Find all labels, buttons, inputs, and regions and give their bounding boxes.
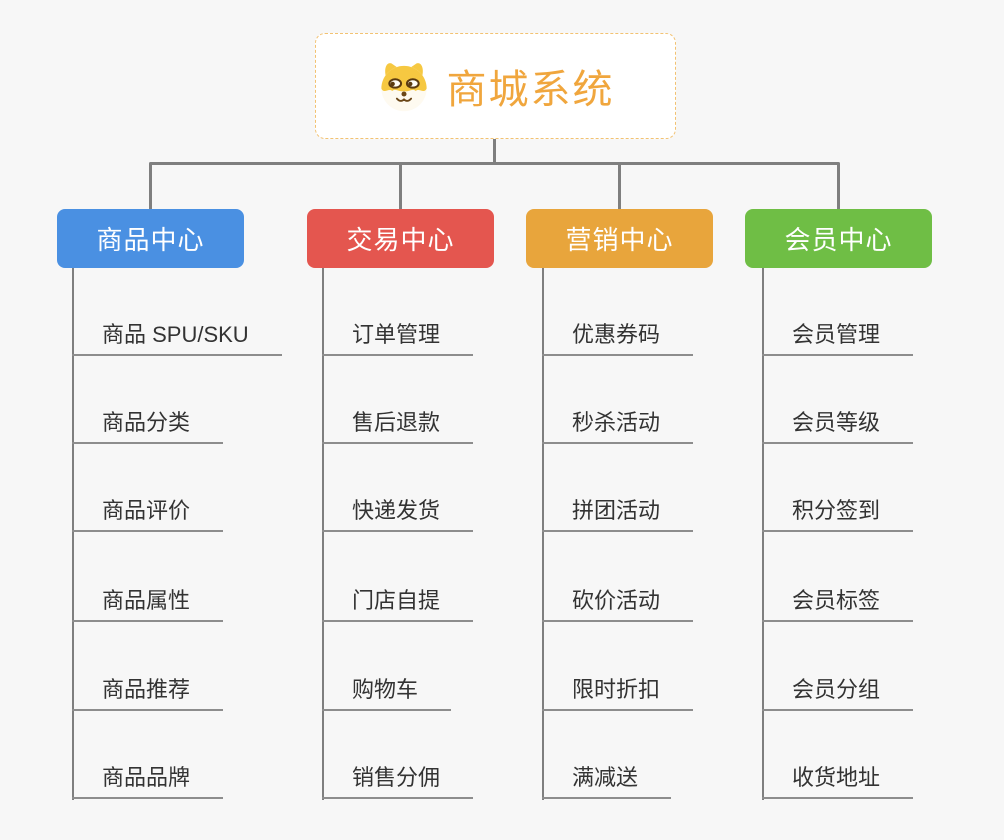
leaf-topic[interactable]: 收货地址: [762, 763, 914, 799]
branch-spine-marketing: [542, 268, 544, 800]
leaf-topic[interactable]: 优惠券码: [542, 320, 694, 356]
leaf-topic[interactable]: 商品品牌: [72, 763, 224, 799]
connector-drop-3: [618, 164, 621, 209]
leaf-topic[interactable]: 商品 SPU/SKU: [72, 320, 282, 356]
branch-topic-member[interactable]: 会员中心: [745, 209, 932, 268]
leaf-topic[interactable]: 门店自提: [322, 586, 474, 622]
leaf-topic[interactable]: 会员标签: [762, 586, 914, 622]
branch-spine-member: [762, 268, 764, 800]
leaf-topic[interactable]: 快递发货: [322, 496, 474, 532]
connector-drop-1: [149, 164, 152, 209]
leaf-topic[interactable]: 购物车: [322, 675, 452, 711]
leaf-topic[interactable]: 订单管理: [322, 320, 474, 356]
leaf-topic[interactable]: 满减送: [542, 763, 672, 799]
branch-spine-product: [72, 268, 74, 800]
leaf-topic[interactable]: 商品推荐: [72, 675, 224, 711]
leaf-topic[interactable]: 秒杀活动: [542, 408, 694, 444]
leaf-topic[interactable]: 销售分佣: [322, 763, 474, 799]
leaf-topic[interactable]: 积分签到: [762, 496, 914, 532]
leaf-topic[interactable]: 会员管理: [762, 320, 914, 356]
leaf-topic[interactable]: 拼团活动: [542, 496, 694, 532]
leaf-topic[interactable]: 售后退款: [322, 408, 474, 444]
connector-drop-4: [837, 164, 840, 209]
branch-topic-trade[interactable]: 交易中心: [307, 209, 494, 268]
connector-root-stub: [493, 139, 496, 164]
leaf-topic[interactable]: 会员等级: [762, 408, 914, 444]
connector-trunk: [149, 162, 840, 165]
leaf-topic[interactable]: 会员分组: [762, 675, 914, 711]
root-topic[interactable]: 商城系统: [315, 33, 676, 139]
branch-topic-marketing[interactable]: 营销中心: [526, 209, 713, 268]
branch-spine-trade: [322, 268, 324, 800]
leaf-topic[interactable]: 商品评价: [72, 496, 224, 532]
branch-topic-product[interactable]: 商品中心: [57, 209, 244, 268]
connector-drop-2: [399, 164, 402, 209]
leaf-topic[interactable]: 限时折扣: [542, 675, 694, 711]
shiba-dog-icon: [380, 63, 427, 112]
leaf-topic[interactable]: 商品属性: [72, 586, 224, 622]
root-topic-title: 商城系统: [446, 68, 615, 112]
leaf-topic[interactable]: 砍价活动: [542, 586, 694, 622]
leaf-topic[interactable]: 商品分类: [72, 408, 224, 444]
